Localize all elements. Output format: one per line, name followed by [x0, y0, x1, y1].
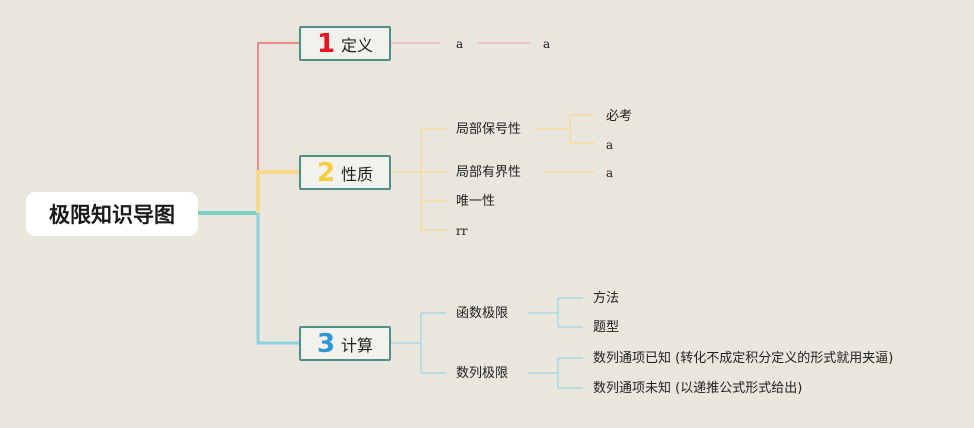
node-uniqueness[interactable]: 唯一性: [456, 194, 496, 209]
node-local-sign-preservation[interactable]: 局部保号性: [456, 122, 522, 137]
node-definition-a2[interactable]: a: [543, 37, 551, 51]
node-sign-a[interactable]: a: [606, 138, 614, 152]
branch-properties-label: 性质: [341, 164, 374, 184]
branch-properties[interactable]: 2 性质: [299, 155, 391, 190]
node-bounded-a[interactable]: a: [606, 166, 614, 180]
branch-definition-label: 定义: [341, 35, 374, 55]
edge-properties-fan: [391, 128, 446, 231]
edge-sequence-fan: [528, 357, 583, 389]
branch-number-1: 1: [316, 28, 336, 59]
root-node[interactable]: 极限知识导图: [26, 192, 198, 236]
node-method[interactable]: 方法: [593, 291, 620, 306]
node-problem-type[interactable]: 题型: [593, 320, 620, 335]
node-definition-a1[interactable]: a: [456, 37, 464, 51]
edge-root-calculation: [256, 213, 299, 345]
edge-sign-fan: [535, 114, 595, 144]
branch-calculation[interactable]: 3 计算: [299, 326, 391, 361]
branch-number-2: 2: [316, 157, 336, 188]
edge-root-properties: [256, 170, 299, 213]
branch-calculation-label: 计算: [341, 335, 374, 355]
branch-number-3: 3: [316, 328, 336, 359]
node-sequence-limit[interactable]: 数列极限: [456, 366, 509, 381]
node-local-boundedness[interactable]: 局部有界性: [456, 165, 522, 180]
node-rr[interactable]: rr: [456, 224, 468, 238]
node-sequence-term-known[interactable]: 数列通项已知 (转化不成定积分定义的形式就用夹逼): [593, 351, 894, 366]
branch-definition[interactable]: 1 定义: [299, 26, 391, 61]
edge-root-definition: [257, 42, 299, 213]
node-function-limit[interactable]: 函数极限: [456, 306, 509, 321]
node-sequence-term-unknown[interactable]: 数列通项未知 (以递推公式形式给出): [593, 381, 803, 396]
root-label: 极限知识导图: [49, 203, 175, 227]
node-must-test[interactable]: 必考: [606, 109, 633, 124]
edge-function-fan: [528, 297, 583, 328]
edge-calculation-fan: [391, 312, 446, 374]
